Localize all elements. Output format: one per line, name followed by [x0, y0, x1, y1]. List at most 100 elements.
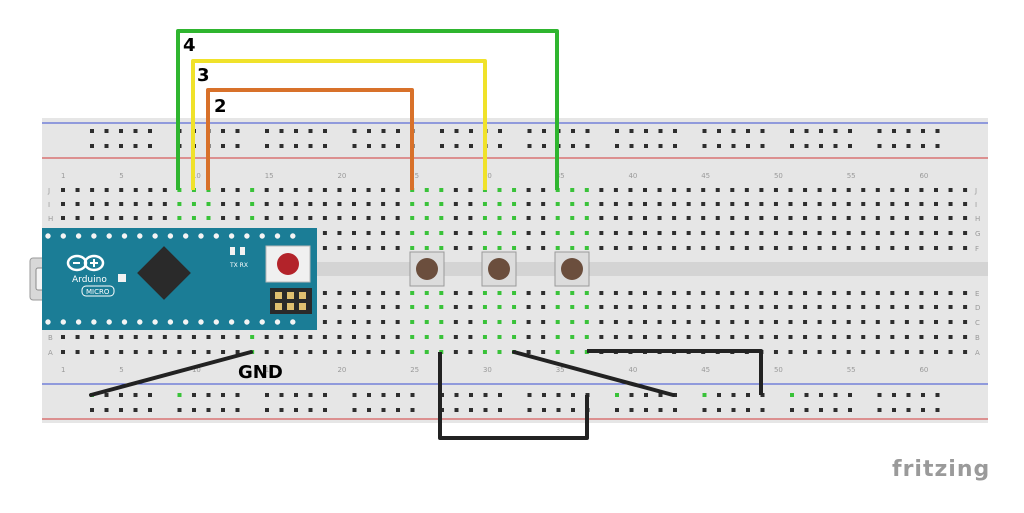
hole [352, 246, 356, 250]
rail-hole [644, 129, 648, 133]
rail-hole [323, 129, 327, 133]
hole [773, 350, 778, 354]
hole [744, 335, 749, 339]
hole [759, 246, 764, 250]
hole [832, 231, 837, 235]
hole [570, 291, 575, 295]
hole [803, 216, 808, 220]
hole [963, 335, 968, 339]
hole [788, 350, 793, 354]
hole [381, 320, 386, 324]
hole [875, 291, 880, 295]
hole [686, 231, 691, 235]
wire-pin2 [206, 88, 414, 190]
hole [890, 305, 895, 309]
rail-hole [279, 129, 284, 133]
column-number: 50 [774, 172, 783, 180]
hole [744, 216, 749, 220]
rail-hole [848, 144, 852, 148]
hole [672, 216, 677, 220]
rail-hole [148, 129, 152, 133]
rail-hole [571, 393, 575, 397]
board-pin [289, 232, 297, 240]
hole [482, 320, 487, 324]
hole [162, 188, 167, 192]
hole [613, 305, 618, 309]
hole [352, 202, 356, 206]
hole [846, 350, 851, 354]
hole [919, 291, 924, 295]
rail-hole [469, 144, 473, 148]
hole [817, 202, 822, 206]
hole [890, 188, 895, 192]
rail-hole [746, 408, 750, 412]
hole [526, 231, 531, 235]
rail-hole [177, 408, 182, 412]
hole [788, 202, 793, 206]
board-pin [273, 318, 282, 326]
hole [599, 216, 604, 220]
hole [177, 350, 182, 354]
hole [584, 335, 589, 339]
rail-hole [90, 144, 94, 148]
hole [410, 231, 415, 235]
hole [482, 305, 487, 309]
hole [832, 246, 837, 250]
hole [352, 188, 356, 192]
hole [832, 335, 837, 339]
row-letter: I [975, 201, 977, 209]
hole [788, 246, 793, 250]
hole [337, 216, 342, 220]
hole [497, 231, 502, 235]
hole [410, 350, 415, 354]
hole [424, 305, 429, 309]
hole [337, 305, 342, 309]
hole [250, 202, 255, 206]
hole [366, 350, 371, 354]
column-number: 20 [337, 172, 346, 180]
hole [512, 335, 517, 339]
board-pin [44, 232, 52, 240]
hole [744, 188, 749, 192]
hole [570, 335, 575, 339]
hole [191, 350, 196, 354]
hole [410, 305, 415, 309]
hole [75, 335, 80, 339]
hole [119, 202, 124, 206]
column-number: 1 [61, 172, 65, 180]
hole [512, 320, 517, 324]
rail-hole [119, 408, 123, 412]
column-number: 60 [919, 366, 928, 374]
row-letter: B [975, 334, 980, 342]
hole [526, 291, 531, 295]
hole [75, 202, 80, 206]
hole [439, 231, 444, 235]
hole [657, 231, 662, 235]
column-number: 30 [483, 366, 492, 374]
hole [686, 291, 691, 295]
board-pin [212, 318, 221, 326]
hole [308, 335, 313, 339]
board-pin [120, 318, 129, 326]
hole [861, 231, 866, 235]
rail-hole [527, 393, 532, 397]
hole [439, 188, 444, 192]
hole [701, 305, 706, 309]
hole [162, 350, 167, 354]
row-letter: B [48, 334, 53, 342]
hole [643, 216, 647, 220]
pushbutton-3 [554, 251, 590, 287]
hole [773, 335, 778, 339]
hole [817, 246, 822, 250]
hole [686, 320, 691, 324]
hole [832, 350, 837, 354]
rail-hole [119, 393, 123, 397]
row-letter: F [975, 245, 979, 253]
hole [861, 305, 866, 309]
rail-hole [133, 393, 138, 397]
hole [104, 202, 109, 206]
hole [497, 291, 502, 295]
rail-hole [921, 129, 925, 133]
hole [410, 202, 415, 206]
hole [381, 335, 386, 339]
